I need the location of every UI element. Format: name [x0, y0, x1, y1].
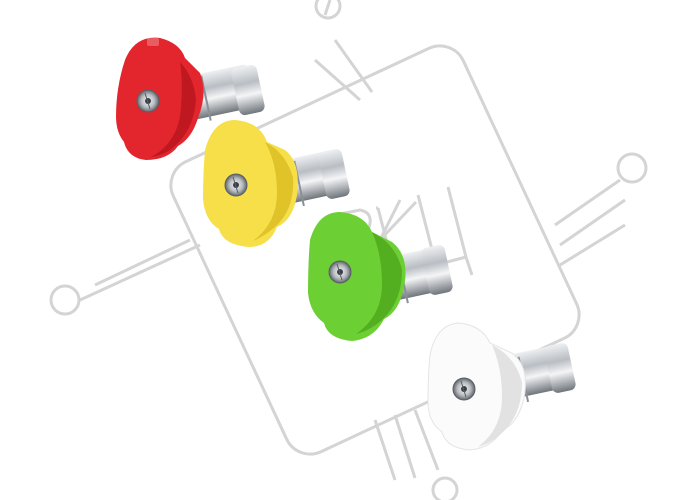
- nozzle-yellow: [203, 120, 350, 247]
- nozzle-red: [116, 37, 265, 160]
- nozzle-green: [308, 212, 453, 341]
- nozzle-white: [427, 322, 576, 451]
